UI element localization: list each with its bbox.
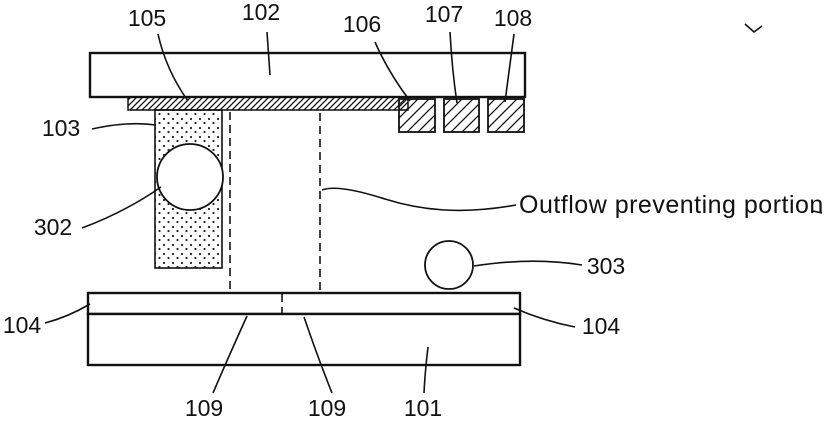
leader-108 [504,33,515,103]
leader-101 [423,346,429,394]
leader-105 [157,33,189,102]
ball-302 [156,143,224,211]
callout-106: 106 [343,11,381,37]
stray-mark-right [812,210,823,214]
callout-102: 102 [242,0,280,25]
leader-109-left [212,315,248,394]
leader-outflow [321,187,517,212]
callout-104-left: 104 [3,312,42,338]
callout-103: 103 [42,115,80,141]
leader-104-left [44,303,91,324]
block-106 [398,98,436,133]
stray-mark-top [744,23,763,34]
callout-109-left: 109 [185,395,223,421]
seal-strip [127,96,409,111]
outflow-note: Outflow preventing portion [519,191,824,219]
callout-108: 108 [494,5,532,31]
callout-302: 302 [34,214,72,240]
leader-104-right [513,307,576,328]
callout-303: 303 [587,253,625,279]
callout-105: 105 [128,5,166,31]
callout-109-right: 109 [308,395,346,421]
leader-106 [374,41,411,102]
leader-107 [449,31,458,104]
ball-303 [424,240,474,290]
upper-plate [88,51,527,99]
leader-303 [473,260,583,267]
callout-107: 107 [425,1,463,27]
leader-302 [81,186,162,229]
lower-thick-plate [86,312,522,367]
lower-thin-plate [86,291,522,316]
leader-102 [266,31,271,76]
block-107 [443,98,480,133]
callout-104-right: 104 [582,313,621,339]
leader-103 [91,122,157,130]
block-108 [487,98,525,133]
leader-109-right [303,316,333,394]
callout-101: 101 [404,395,442,421]
